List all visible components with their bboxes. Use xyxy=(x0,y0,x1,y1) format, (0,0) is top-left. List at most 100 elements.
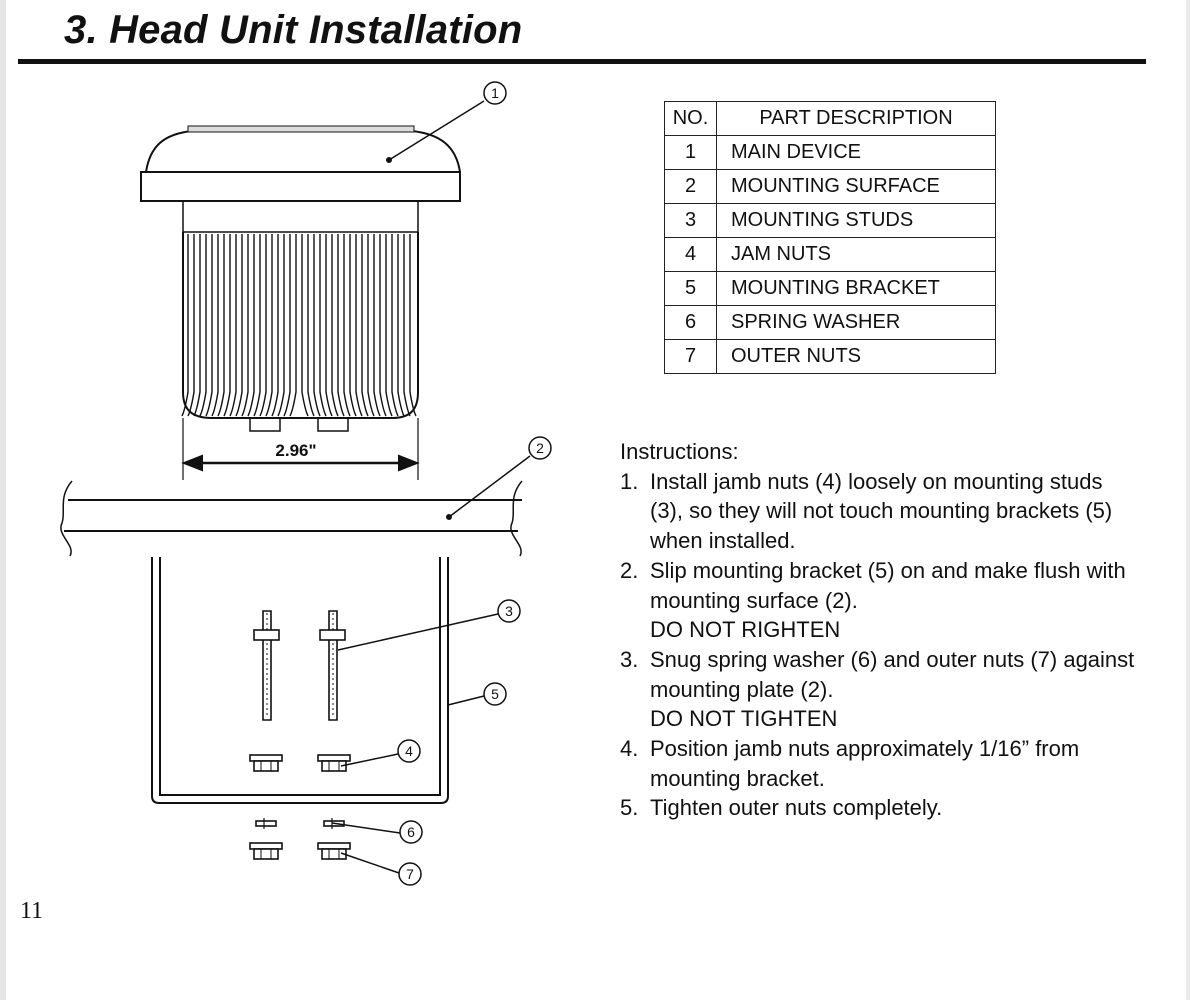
parts-table: NO. PART DESCRIPTION 1 MAIN DEVICE 2 MOU… xyxy=(664,101,996,374)
main-device xyxy=(140,125,461,432)
dimension-label: 2.96" xyxy=(275,441,316,460)
mounting-bracket xyxy=(151,557,449,804)
title-rule xyxy=(18,59,1146,64)
row-number: 1 xyxy=(664,135,717,170)
heatsink-fin xyxy=(343,234,351,417)
heatsink-fin xyxy=(361,234,369,417)
callout-label-6: 6 xyxy=(407,824,415,840)
row-number: 2 xyxy=(664,169,717,204)
heatsink-fin xyxy=(271,234,279,417)
outer-nuts xyxy=(249,842,351,860)
mounting-studs xyxy=(253,610,346,721)
callout-7 xyxy=(398,862,422,886)
step-warning: DO NOT TIGHTEN xyxy=(650,706,838,732)
heatsink-fin xyxy=(283,234,291,417)
callout-label-4: 4 xyxy=(405,743,413,759)
heatsink-fin xyxy=(241,234,249,417)
table-row: 2 MOUNTING SURFACE xyxy=(664,169,996,204)
heatsink-fin xyxy=(337,234,345,417)
heatsink-fin xyxy=(223,234,231,417)
instructions-heading: Instructions: xyxy=(620,439,739,464)
spring-washers xyxy=(255,818,345,829)
instruction-step: 4. Position jamb nuts approximately 1/16… xyxy=(620,734,1140,793)
heatsink-fin xyxy=(289,234,297,417)
step-warning: DO NOT RIGHTEN xyxy=(650,617,841,643)
table-row: 1 MAIN DEVICE xyxy=(664,135,996,170)
heatsink-fin xyxy=(391,234,399,417)
heatsink-fin xyxy=(307,234,315,417)
instruction-step: 1. Install jamb nuts (4) loosely on moun… xyxy=(620,467,1140,556)
dimension-arrow xyxy=(181,418,420,480)
heatsink-fin xyxy=(403,234,411,417)
instructions: Instructions: 1. Install jamb nuts (4) l… xyxy=(620,437,1140,823)
header-number: NO. xyxy=(664,101,717,136)
page-left-edge xyxy=(0,0,6,1000)
callout-label-2: 2 xyxy=(536,440,544,456)
heatsink-fin xyxy=(265,234,273,417)
leader-lines xyxy=(331,100,531,874)
step-text: Install jamb nuts (4) loosely on mountin… xyxy=(650,468,1113,554)
parts-table-header: NO. PART DESCRIPTION xyxy=(664,101,996,136)
row-description: JAM NUTS xyxy=(716,237,996,272)
heatsink-fin xyxy=(385,234,393,417)
row-description: MAIN DEVICE xyxy=(716,135,996,170)
table-row: 4 JAM NUTS xyxy=(664,237,996,272)
installation-diagram: 1 2 3 4 5 6 7 2.96" xyxy=(60,81,552,886)
heatsink-fin xyxy=(199,234,207,417)
callout-label-1: 1 xyxy=(491,85,499,101)
callout-label-5: 5 xyxy=(491,686,499,702)
row-number: 3 xyxy=(664,203,717,238)
table-row: 6 SPRING WASHER xyxy=(664,305,996,340)
callout-label-7: 7 xyxy=(406,866,414,882)
callout-1 xyxy=(483,81,507,105)
table-row: 5 MOUNTING BRACKET xyxy=(664,271,996,306)
callout-4 xyxy=(397,739,421,763)
heatsink-fin xyxy=(235,234,243,417)
heatsink-fin xyxy=(319,234,327,417)
heatsink-fin xyxy=(229,234,237,417)
heatsink-fin xyxy=(331,234,339,417)
heatsink-fin xyxy=(355,234,363,417)
step-number: 2. xyxy=(620,557,639,583)
row-number: 7 xyxy=(664,339,717,374)
callout-3 xyxy=(497,599,521,623)
page-title: 3. Head Unit Installation xyxy=(64,8,523,52)
header-description: PART DESCRIPTION xyxy=(716,101,996,136)
heatsink-fin xyxy=(259,234,267,417)
row-number: 6 xyxy=(664,305,717,340)
heatsink-fin xyxy=(301,234,309,417)
row-number: 4 xyxy=(664,237,717,272)
heatsink-fin xyxy=(313,234,321,417)
step-text: Tighten outer nuts completely. xyxy=(650,795,943,821)
instruction-step: 5. Tighten outer nuts completely. xyxy=(620,793,1140,823)
callout-5 xyxy=(483,682,507,706)
callout-6 xyxy=(399,820,423,844)
page-number: 11 xyxy=(20,898,44,924)
heatsink-fin xyxy=(409,234,417,417)
row-number: 5 xyxy=(664,271,717,306)
callout-label-3: 3 xyxy=(505,603,513,619)
heatsink-fin xyxy=(373,234,381,417)
heatsink-fin xyxy=(193,234,201,417)
table-row: 7 OUTER NUTS xyxy=(664,339,996,374)
table-row: 3 MOUNTING STUDS xyxy=(664,203,996,238)
mounting-surface xyxy=(60,480,523,557)
heatsink-fin xyxy=(367,234,375,417)
heatsink-fin xyxy=(253,234,261,417)
step-number: 4. xyxy=(620,736,639,762)
heatsink-fin xyxy=(397,234,405,417)
callout-2 xyxy=(528,436,552,460)
row-description: MOUNTING BRACKET xyxy=(716,271,996,306)
row-description: SPRING WASHER xyxy=(716,305,996,340)
heatsink-fin xyxy=(247,234,255,417)
page-right-edge xyxy=(1186,0,1190,1000)
heatsink-fin xyxy=(211,234,219,417)
heatsink-fin xyxy=(277,234,285,417)
step-number: 1. xyxy=(620,468,639,494)
callout-circles xyxy=(397,81,552,886)
step-number: 3. xyxy=(620,646,639,672)
row-description: MOUNTING STUDS xyxy=(716,203,996,238)
step-text: Slip mounting bracket (5) on and make fl… xyxy=(650,557,1126,613)
heatsink-fin xyxy=(205,234,213,417)
step-text: Snug spring washer (6) and outer nuts (7… xyxy=(650,646,1135,702)
